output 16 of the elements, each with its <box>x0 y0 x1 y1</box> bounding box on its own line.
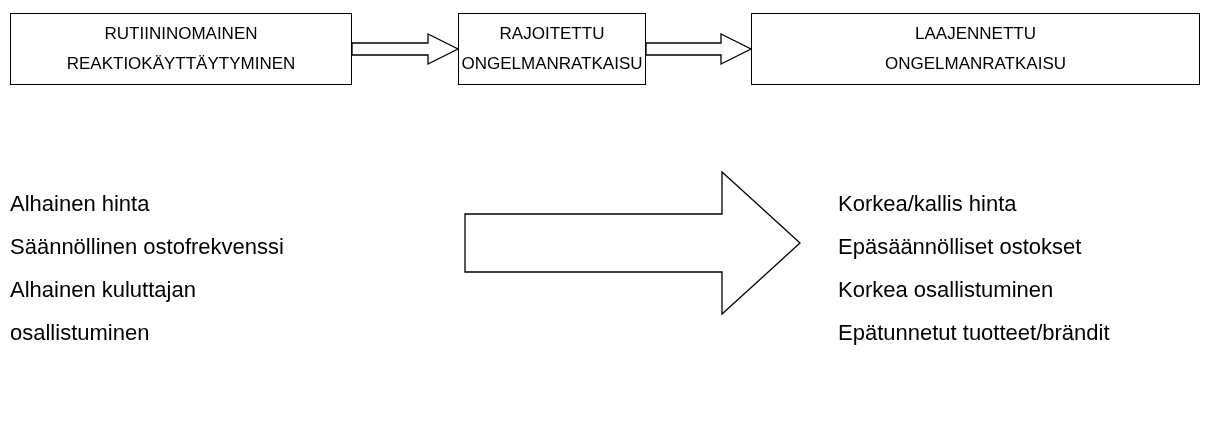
block-arrow <box>645 32 753 66</box>
stage-label: LAAJENNETTU ONGELMANRATKAISU <box>883 23 1068 75</box>
characteristic-text: Alhainen hinta <box>10 190 151 218</box>
characteristic-text: Epäsäännölliset ostokset <box>838 233 1083 261</box>
block-arrow <box>351 32 460 66</box>
stage-label: RAJOITETTU ONGELMANRATKAISU <box>460 23 644 75</box>
characteristic-text: Korkea/kallis hinta <box>838 190 1018 218</box>
stage-box <box>10 13 352 85</box>
stage-label: RUTIININOMAINEN REAKTIOKÄYTTÄYTYMINEN <box>65 23 297 75</box>
characteristic-text: Alhainen kuluttajan osallistuminen <box>10 276 197 347</box>
characteristic-text: Säännöllinen ostofrekvenssi <box>10 233 285 261</box>
stage-box <box>458 13 646 85</box>
block-arrow <box>464 170 801 316</box>
characteristic-text: Korkea osallistuminen <box>838 276 1055 304</box>
stage-box <box>751 13 1200 85</box>
characteristic-text: Epätunnetut tuotteet/brändit <box>838 319 1111 347</box>
